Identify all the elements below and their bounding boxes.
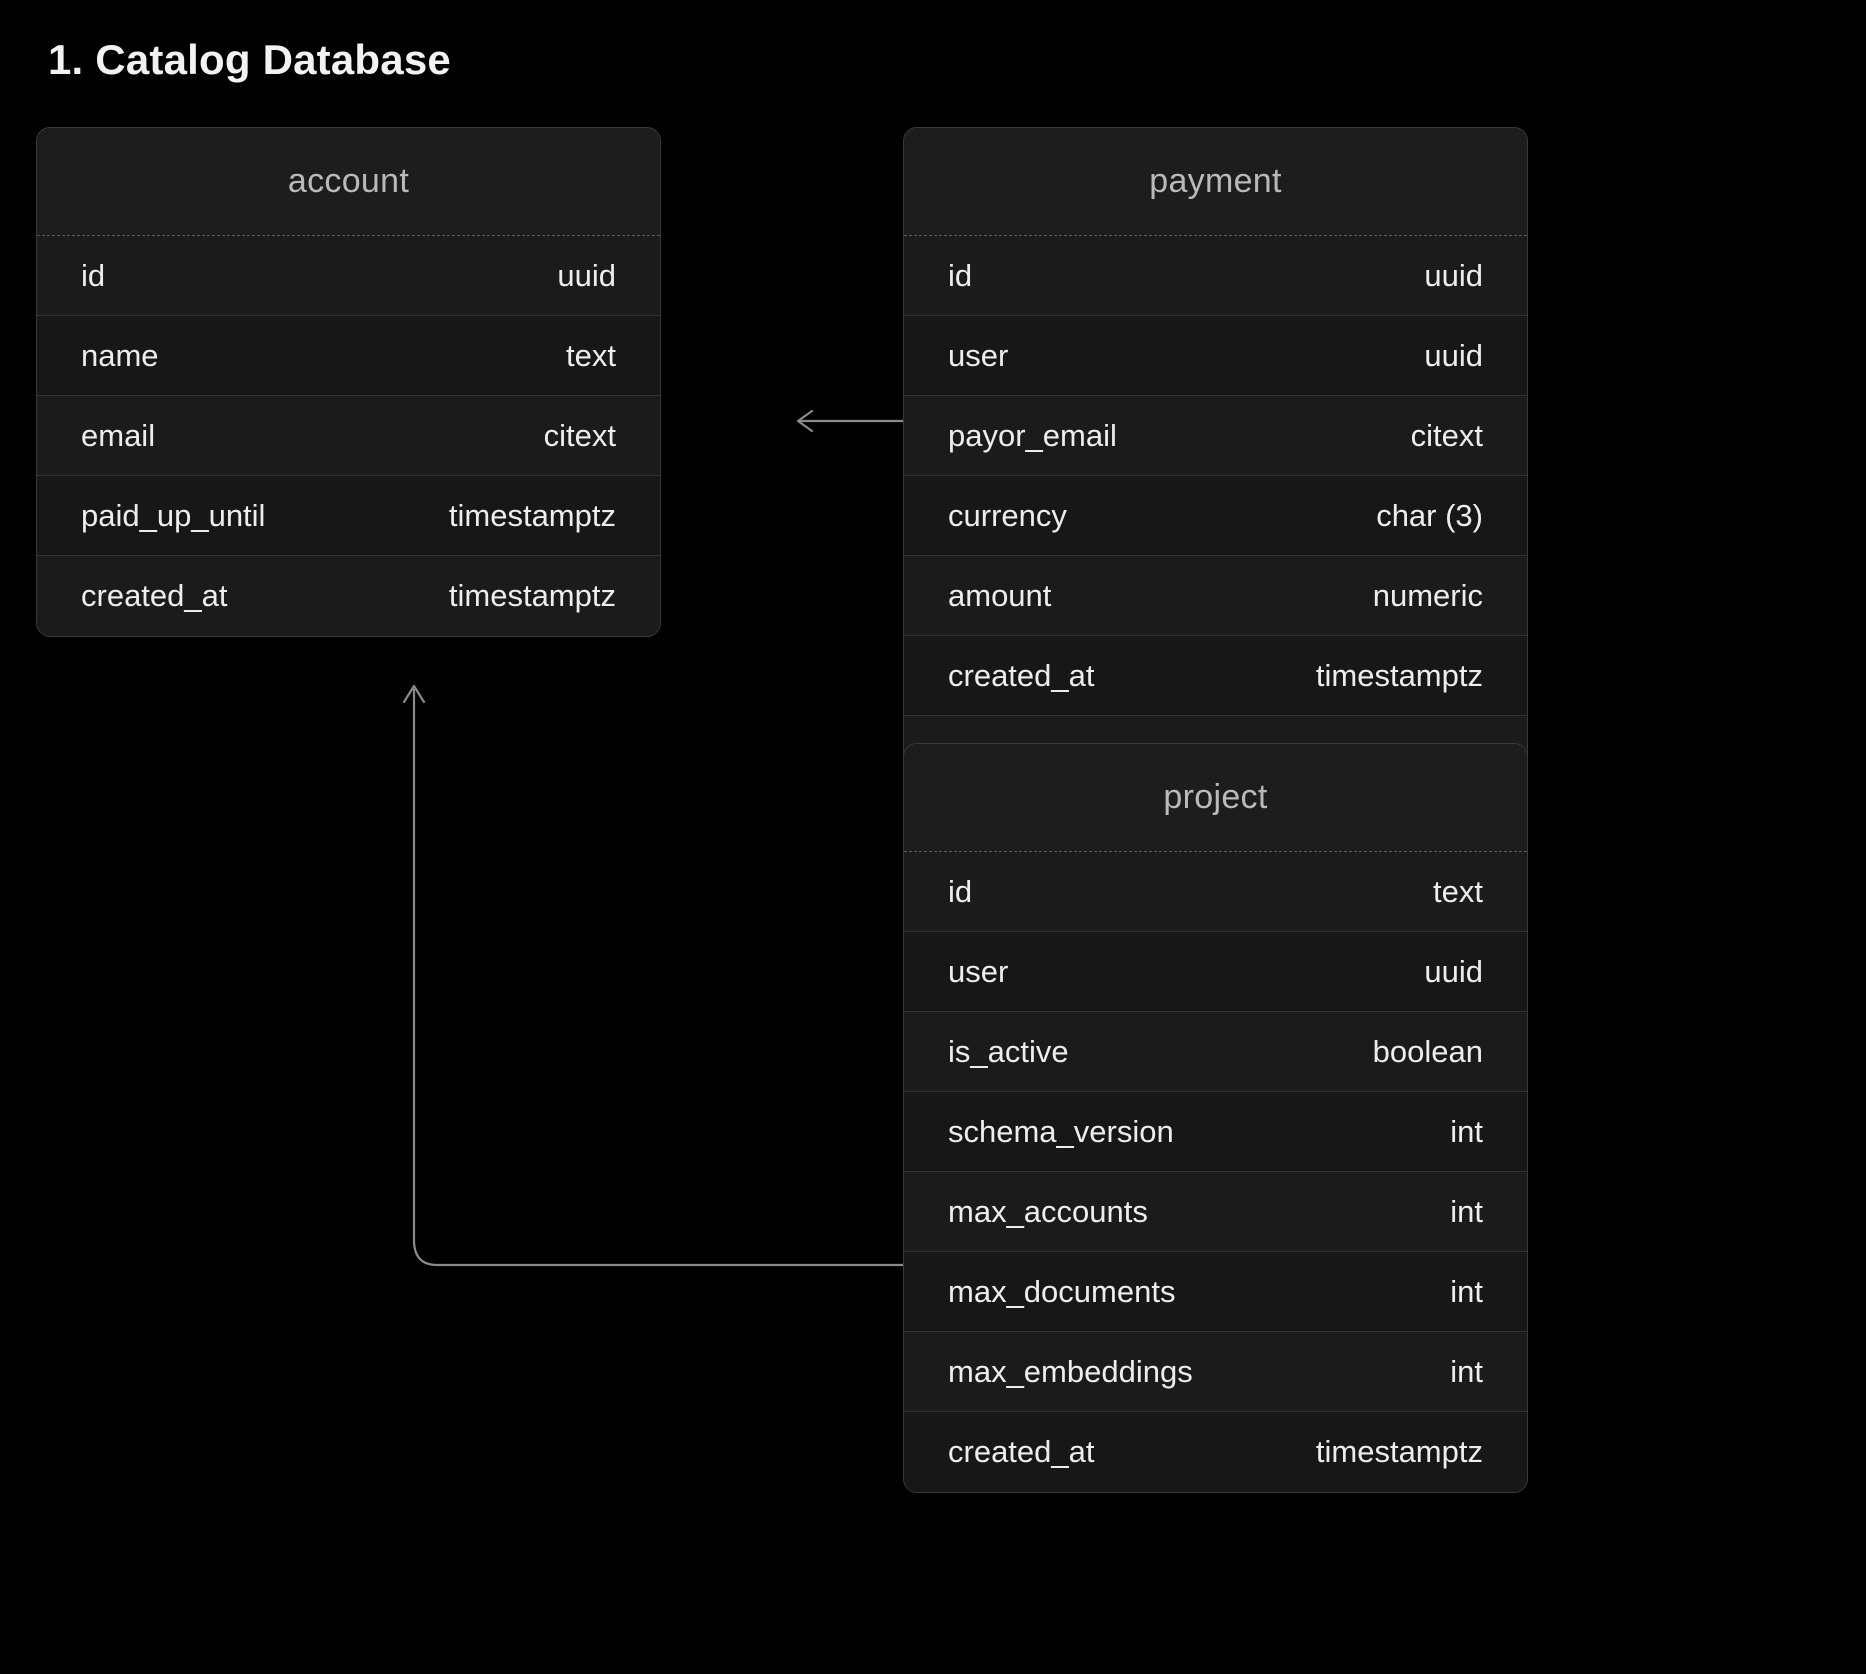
- field-type: uuid: [1424, 337, 1483, 373]
- field-type: timestamptz: [448, 578, 616, 613]
- field-name: email: [81, 417, 156, 453]
- field-type: int: [1450, 1193, 1483, 1229]
- table-row[interactable]: id uuid: [904, 236, 1527, 316]
- connector-project-to-account: [412, 688, 905, 1267]
- page-title: 1. Catalog Database: [48, 36, 451, 83]
- field-type: timestamptz: [448, 497, 616, 533]
- table-title-account: account: [287, 162, 410, 200]
- table-card-project[interactable]: project id text user uuid is_active bool…: [903, 743, 1528, 1493]
- table-header-payment: payment: [904, 128, 1527, 236]
- field-name: id: [948, 257, 973, 293]
- table-title-project: project: [1163, 778, 1268, 816]
- field-type: uuid: [557, 257, 616, 293]
- field-type: text: [566, 337, 616, 373]
- field-name: paid_up_until: [81, 497, 266, 533]
- arrowhead-project-to-account: [402, 684, 426, 704]
- table-row[interactable]: amount numeric: [904, 556, 1527, 636]
- arrowhead-payment-to-account: [796, 409, 814, 433]
- table-row[interactable]: max_documents int: [904, 1252, 1527, 1332]
- table-card-payment[interactable]: payment id uuid user uuid payor_email ci…: [903, 127, 1528, 797]
- field-type: timestamptz: [1315, 657, 1483, 693]
- table-row[interactable]: user uuid: [904, 932, 1527, 1012]
- field-name: id: [81, 257, 106, 293]
- field-type: uuid: [1424, 257, 1483, 293]
- table-row[interactable]: payor_email citext: [904, 396, 1527, 476]
- table-row[interactable]: name text: [37, 316, 660, 396]
- table-title-payment: payment: [1149, 162, 1282, 200]
- table-row[interactable]: paid_up_until timestamptz: [37, 476, 660, 556]
- table-row[interactable]: is_active boolean: [904, 1012, 1527, 1092]
- table-row[interactable]: created_at timestamptz: [904, 1412, 1527, 1492]
- table-row[interactable]: id text: [904, 852, 1527, 932]
- table-header-account: account: [37, 128, 660, 236]
- field-name: id: [948, 873, 973, 909]
- table-row[interactable]: max_accounts int: [904, 1172, 1527, 1252]
- field-type: uuid: [1424, 953, 1483, 989]
- table-row[interactable]: user uuid: [904, 316, 1527, 396]
- table-row[interactable]: created_at timestamptz: [37, 556, 660, 636]
- field-name: max_accounts: [948, 1193, 1148, 1229]
- field-type: boolean: [1372, 1033, 1483, 1069]
- field-name: created_at: [81, 578, 228, 613]
- field-name: created_at: [948, 657, 1095, 693]
- field-name: amount: [948, 577, 1052, 613]
- field-name: created_at: [948, 1434, 1095, 1469]
- field-name: name: [81, 337, 159, 373]
- field-name: schema_version: [948, 1113, 1174, 1149]
- field-type: int: [1450, 1113, 1483, 1149]
- table-row[interactable]: currency char (3): [904, 476, 1527, 556]
- field-type: int: [1450, 1353, 1483, 1389]
- field-type: char (3): [1376, 497, 1483, 533]
- field-name: payor_email: [948, 417, 1117, 453]
- field-type: int: [1450, 1273, 1483, 1309]
- table-row[interactable]: max_embeddings int: [904, 1332, 1527, 1412]
- field-name: currency: [948, 497, 1067, 533]
- table-card-account[interactable]: account id uuid name text email citext p…: [36, 127, 661, 637]
- field-type: numeric: [1372, 577, 1483, 613]
- field-name: max_documents: [948, 1273, 1176, 1309]
- field-name: max_embeddings: [948, 1353, 1193, 1389]
- field-type: citext: [1410, 417, 1483, 453]
- field-name: is_active: [948, 1033, 1069, 1069]
- field-name: user: [948, 953, 1009, 989]
- field-name: user: [948, 337, 1009, 373]
- table-row[interactable]: schema_version int: [904, 1092, 1527, 1172]
- field-type: citext: [543, 417, 616, 453]
- table-row[interactable]: id uuid: [37, 236, 660, 316]
- table-row[interactable]: email citext: [37, 396, 660, 476]
- field-type: timestamptz: [1315, 1434, 1483, 1469]
- table-row[interactable]: created_at timestamptz: [904, 636, 1527, 716]
- field-type: text: [1433, 873, 1483, 909]
- table-header-project: project: [904, 744, 1527, 852]
